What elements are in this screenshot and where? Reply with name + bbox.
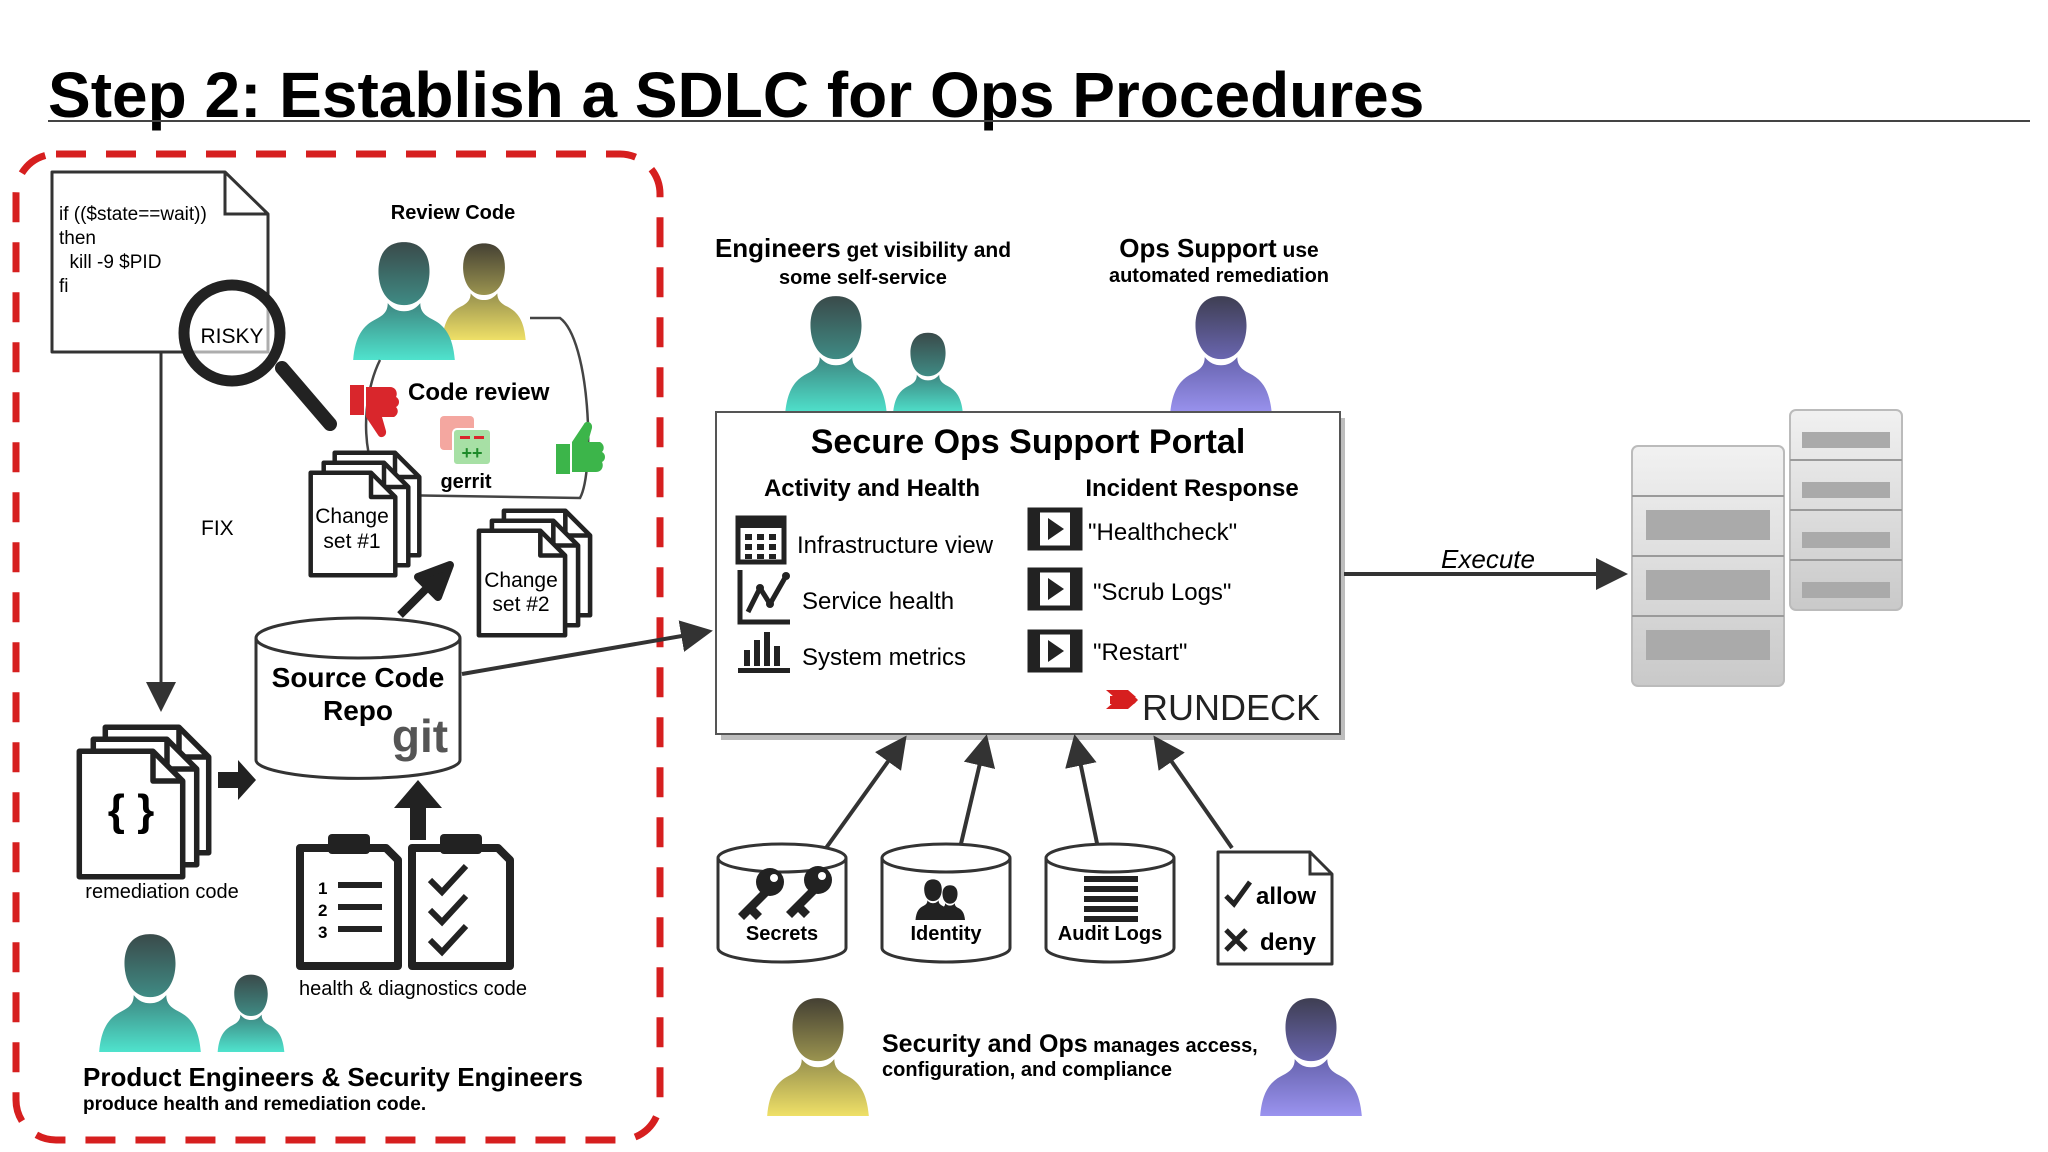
security-person-icon — [767, 998, 869, 1116]
film-icon — [1027, 567, 1083, 611]
reviewer-person-icon — [353, 242, 455, 360]
identity-to-portal-arrow — [958, 734, 996, 849]
secrets-to-portal-arrow — [824, 735, 907, 850]
repo-label-line: Source Code — [272, 662, 445, 693]
store-label: Identity — [910, 923, 982, 945]
incident-item: "Restart" — [1093, 639, 1187, 666]
change-set-1-line: Change — [315, 505, 389, 528]
gerrit-icon: ++ — [440, 416, 492, 466]
git-logo: git — [392, 710, 448, 762]
portal-engineer-person-icon — [785, 296, 887, 414]
activity-heading: Activity and Health — [764, 475, 980, 502]
health-to-repo-arrow — [394, 780, 442, 840]
script-line: if (($state==wait)) — [59, 204, 207, 225]
script-line: kill -9 $PID — [59, 252, 161, 273]
portal-engineer-person-icon — [893, 332, 963, 414]
engineers-users-label: Engineers get visibility and — [715, 233, 1011, 263]
rundeck-logo-icon — [1106, 690, 1138, 709]
engineer-person-icon — [217, 974, 285, 1052]
change-set-2-line: set #2 — [492, 593, 549, 616]
change-set-2-line: Change — [484, 569, 558, 592]
server-rack-icon — [1631, 409, 1903, 687]
change-set-2: Change set #2 — [479, 511, 590, 636]
svg-text:3: 3 — [318, 923, 327, 942]
x-icon — [1224, 928, 1248, 952]
incident-item: "Healthcheck" — [1088, 519, 1237, 546]
check-icon — [1224, 880, 1253, 908]
thumbs-up-icon — [556, 421, 605, 474]
activity-item: System metrics — [802, 644, 966, 671]
remediation-label: remediation code — [85, 881, 238, 903]
rundeck-brand: RUNDECK — [1142, 687, 1320, 728]
change-set-1-line: set #1 — [323, 530, 380, 553]
portal-title: Secure Ops Support Portal — [811, 423, 1246, 461]
bar-chart-icon — [738, 632, 790, 673]
engineers-title: Product Engineers & Security Engineers — [83, 1062, 583, 1092]
repo-label-line: Repo — [323, 695, 393, 726]
code-review-label: Code review — [408, 379, 550, 406]
policy-to-portal-arrow — [1153, 735, 1234, 850]
log-lines-icon — [1084, 876, 1138, 922]
remediation-code-docs: { } — [79, 727, 208, 876]
repo-to-portal-arrow — [461, 620, 713, 676]
braces-icon: { } — [108, 786, 154, 835]
audit-logs-store: Audit Logs — [1044, 842, 1176, 964]
policy-allow: allow — [1256, 883, 1316, 910]
review-code-label: Review Code — [391, 202, 515, 224]
reviewer-person-icon — [442, 243, 526, 340]
store-label: Secrets — [746, 923, 818, 945]
ops-support-label: Ops Support use — [1119, 233, 1318, 263]
activity-item: Service health — [802, 588, 954, 615]
ops-person-icon — [1260, 998, 1362, 1116]
security-label-2: configuration, and compliance — [882, 1059, 1172, 1081]
keys-icon — [738, 866, 832, 920]
identity-store: Identity — [880, 842, 1012, 964]
store-label: Audit Logs — [1058, 923, 1162, 945]
film-icon — [1027, 629, 1083, 673]
audit-to-portal-arrow — [1065, 734, 1100, 849]
engineer-person-icon — [99, 934, 201, 1052]
change-set-1: Change set #1 — [311, 453, 420, 576]
magnifier-icon: RISKY — [178, 279, 337, 431]
script-line: fi — [59, 276, 69, 297]
security-label: Security and Ops manages access, — [882, 1030, 1258, 1058]
execute-label: Execute — [1441, 544, 1535, 574]
repo-to-changeset-arrow — [397, 561, 454, 618]
secrets-store: Secrets — [716, 842, 848, 964]
gerrit-label: gerrit — [440, 471, 491, 493]
risky-label: RISKY — [200, 325, 263, 348]
engineers-users-label-2: some self-service — [779, 267, 947, 289]
fix-label: FIX — [201, 517, 234, 540]
health-label: health & diagnostics code — [299, 978, 527, 1000]
incident-item: "Scrub Logs" — [1093, 579, 1231, 606]
svg-text:2: 2 — [318, 901, 327, 920]
ops-support-person-icon — [1170, 296, 1272, 414]
line-chart-icon — [737, 570, 790, 625]
incident-heading: Incident Response — [1085, 475, 1298, 502]
film-icon — [1027, 507, 1083, 551]
script-line: then — [59, 228, 96, 249]
dev-zone-boundary — [12, 150, 664, 1144]
engineers-subtitle: produce health and remediation code. — [83, 1094, 426, 1115]
remediation-to-repo-arrow — [218, 760, 256, 800]
activity-item: Infrastructure view — [797, 532, 994, 559]
policy-document: allow deny — [1216, 850, 1334, 966]
svg-text:1: 1 — [318, 879, 327, 898]
health-clipboards: 1 2 3 — [296, 834, 514, 970]
source-code-repo: Source Code Repo git — [254, 616, 462, 780]
page-title: Step 2: Establish a SDLC for Ops Procedu… — [48, 59, 1424, 131]
policy-deny: deny — [1260, 929, 1317, 956]
svg-text:++: ++ — [461, 443, 482, 463]
calendar-icon — [735, 515, 787, 565]
thumbs-down-icon — [350, 385, 399, 438]
ops-support-label-2: automated remediation — [1109, 265, 1329, 287]
